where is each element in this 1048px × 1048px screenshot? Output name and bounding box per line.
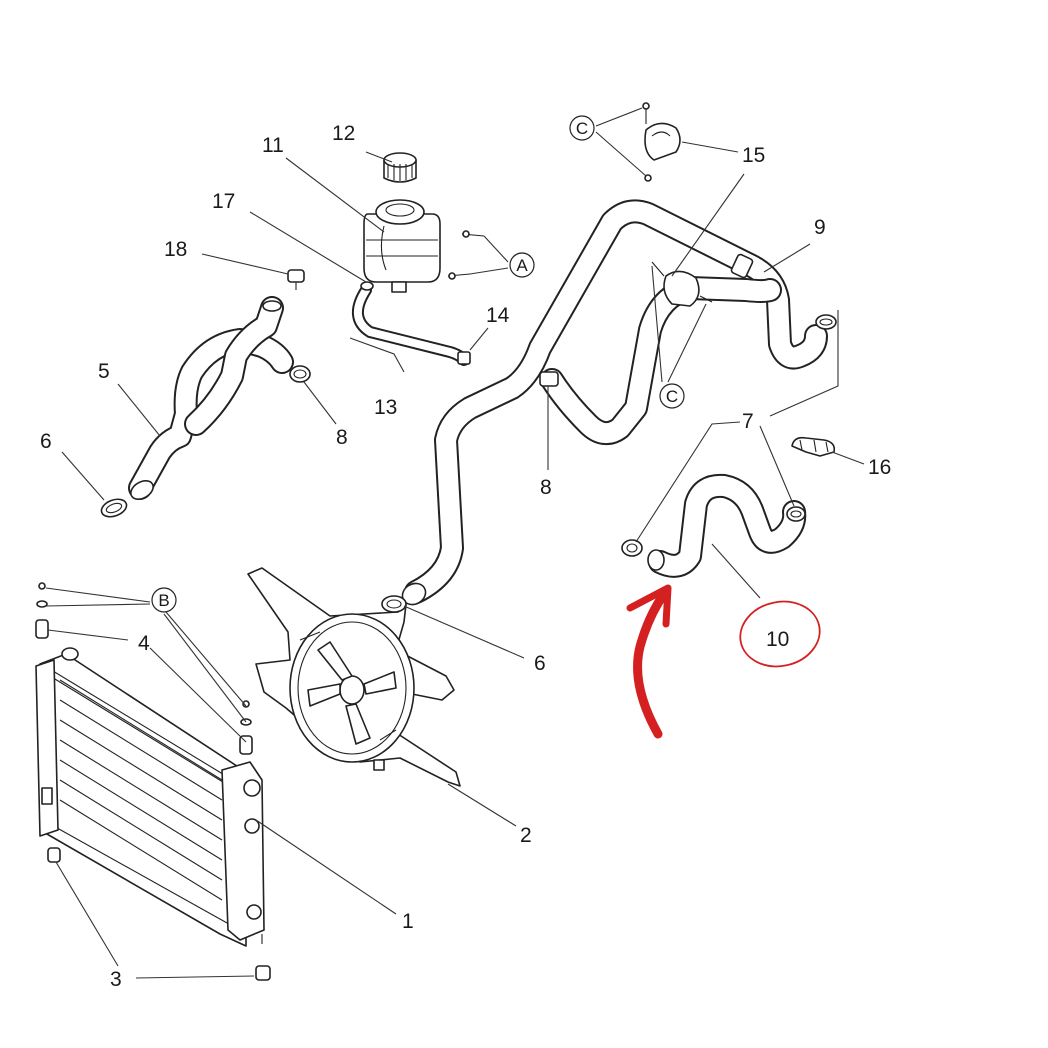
- callout-c-top: C: [569, 115, 595, 141]
- hose-5: [128, 296, 294, 500]
- clamp-6-left: [100, 498, 128, 518]
- callout-b: B: [151, 587, 177, 613]
- label-8-left: 8: [336, 426, 348, 449]
- callout-a: A: [509, 252, 535, 278]
- leader-lines: [45, 107, 865, 979]
- tank-bolts: [447, 230, 485, 280]
- label-8-right: 8: [540, 476, 552, 499]
- label-4: 4: [138, 632, 150, 655]
- bracket-15: [642, 102, 713, 307]
- upper-hose: [401, 199, 828, 606]
- label-9: 9: [814, 216, 826, 239]
- label-6-left: 6: [40, 430, 52, 453]
- callout-b-text: B: [158, 591, 169, 610]
- clip-16: [791, 436, 836, 457]
- callout-c-bottom: C: [659, 383, 685, 409]
- label-14: 14: [486, 304, 510, 327]
- label-15: 15: [742, 144, 765, 167]
- label-16: 16: [868, 456, 891, 479]
- fan-assembly: [247, 567, 461, 787]
- label-12: 12: [332, 122, 355, 145]
- hose-13: [352, 281, 471, 366]
- label-1: 1: [402, 910, 414, 933]
- label-3: 3: [110, 968, 122, 991]
- clamp-7-right: [786, 506, 806, 522]
- label-10: 10: [766, 628, 789, 651]
- label-5: 5: [98, 360, 110, 383]
- part-labels: 11 12 17 18 5 6 8 13 14 15 9 8 7 16 6 4 …: [40, 122, 891, 991]
- label-18: 18: [164, 238, 187, 261]
- clamp-18: [287, 269, 305, 290]
- hose-10: [647, 473, 807, 578]
- mounts: [35, 582, 271, 981]
- label-17: 17: [212, 190, 235, 213]
- clamp-8-left: [289, 365, 311, 383]
- label-7: 7: [742, 410, 754, 433]
- radiator: [35, 647, 265, 947]
- tank-cap: [383, 152, 417, 183]
- label-13: 13: [374, 396, 397, 419]
- label-2: 2: [520, 824, 532, 847]
- label-11: 11: [262, 134, 284, 157]
- label-6-right: 6: [534, 652, 546, 675]
- clamp-7-left: [621, 539, 643, 557]
- callout-c-bottom-text: C: [666, 387, 678, 406]
- clamp-7-upper: [815, 314, 837, 330]
- callout-a-text: A: [516, 256, 528, 275]
- highlight-circle-10: 10: [739, 600, 821, 668]
- clamp-6-right: [381, 595, 407, 613]
- hose-8-right: [539, 276, 782, 446]
- red-arrow: [626, 584, 672, 739]
- expansion-tank: [363, 199, 441, 293]
- callout-c-top-text: C: [576, 119, 588, 138]
